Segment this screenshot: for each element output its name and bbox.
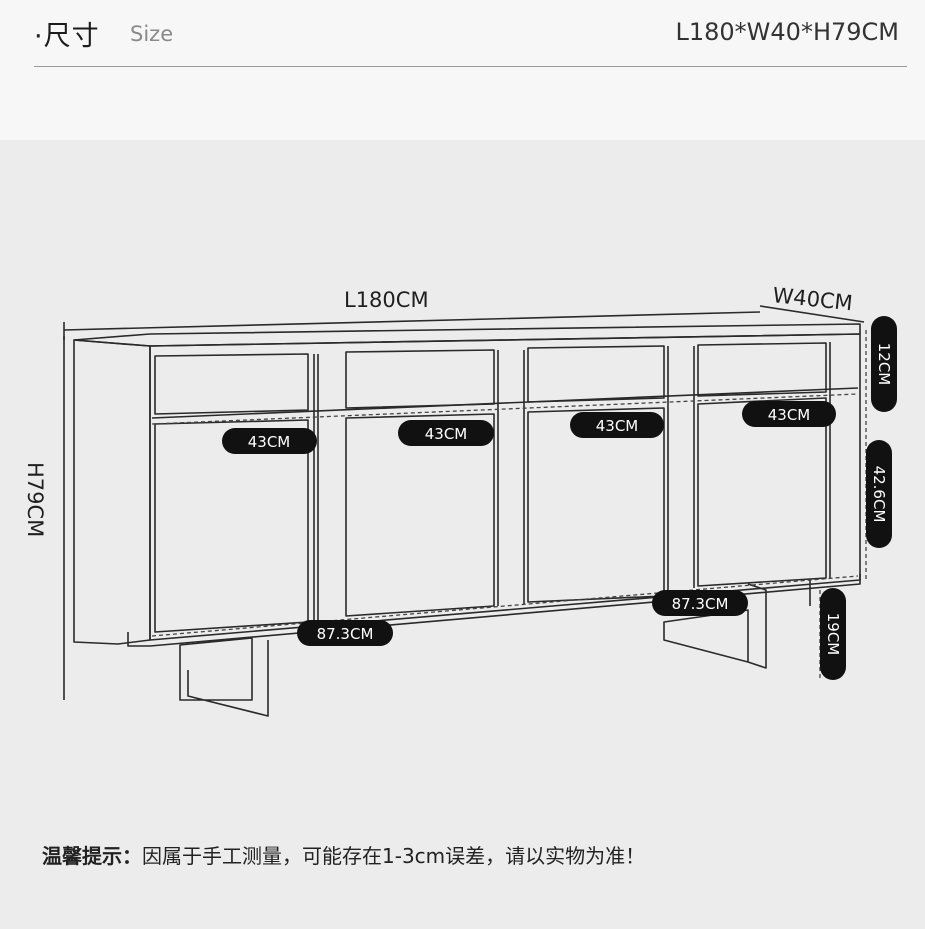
divider-3 xyxy=(667,346,695,592)
measurement-note: 温馨提示：因属于手工测量，可能存在1-3cm误差，请以实物为准！ xyxy=(42,840,645,869)
drawer-4 xyxy=(697,342,827,397)
length-dimension-line xyxy=(63,311,761,331)
section-subtitle: Size xyxy=(130,22,174,46)
svg-text:12CM: 12CM xyxy=(875,343,893,386)
lower-width-badge-right: 87.3CM xyxy=(652,590,748,616)
cabinet-left-side xyxy=(73,339,151,645)
svg-text:43CM: 43CM xyxy=(768,406,811,424)
height-label: H79CM xyxy=(23,462,47,537)
lower-width-badge-left: 87.3CM xyxy=(297,620,393,646)
drawer-1 xyxy=(154,353,309,415)
overall-dimensions: L180*W40*H79CM xyxy=(675,18,900,46)
svg-text:43CM: 43CM xyxy=(596,417,639,435)
dashed-drawer-line xyxy=(151,393,859,425)
door-2 xyxy=(345,413,495,617)
drawer-2 xyxy=(345,349,495,409)
door-height-badge: 42.6CM xyxy=(866,440,892,548)
drawer-rail xyxy=(151,387,859,419)
diagram-background xyxy=(0,140,925,929)
note-text: 因属于手工测量，可能存在1-3cm误差，请以实物为准！ xyxy=(142,844,646,868)
svg-text:19CM: 19CM xyxy=(824,613,842,656)
drawer-width-badge-1: 43CM xyxy=(222,428,317,454)
drawer-width-badge-2: 43CM xyxy=(398,420,494,446)
svg-text:43CM: 43CM xyxy=(248,433,291,451)
leg-left xyxy=(179,637,269,717)
drawer-width-badge-3: 43CM xyxy=(570,412,664,438)
drawer-3 xyxy=(527,345,665,403)
drawer-width-badge-4: 43CM xyxy=(742,401,836,427)
plinth xyxy=(127,574,861,647)
note-label: 温馨提示： xyxy=(42,844,142,868)
header: ·尺寸 Size L180*W40*H79CM xyxy=(0,0,925,140)
svg-text:42.6CM: 42.6CM xyxy=(870,466,888,523)
divider-2 xyxy=(497,350,525,606)
section-title: ·尺寸 xyxy=(34,21,100,52)
length-label: L180CM xyxy=(344,288,429,312)
svg-text:87.3CM: 87.3CM xyxy=(317,625,374,643)
dashed-bottom-line xyxy=(151,575,859,637)
width-label: W40CM xyxy=(771,283,853,315)
drawer-height-badge: 12CM xyxy=(871,316,897,412)
width-dimension-line xyxy=(759,305,865,323)
divider-1 xyxy=(313,354,319,620)
svg-text:43CM: 43CM xyxy=(425,425,468,443)
svg-text:87.3CM: 87.3CM xyxy=(672,595,729,613)
door-4 xyxy=(697,397,827,587)
leg-height-badge: 19CM xyxy=(820,588,846,680)
header-divider xyxy=(34,66,907,67)
